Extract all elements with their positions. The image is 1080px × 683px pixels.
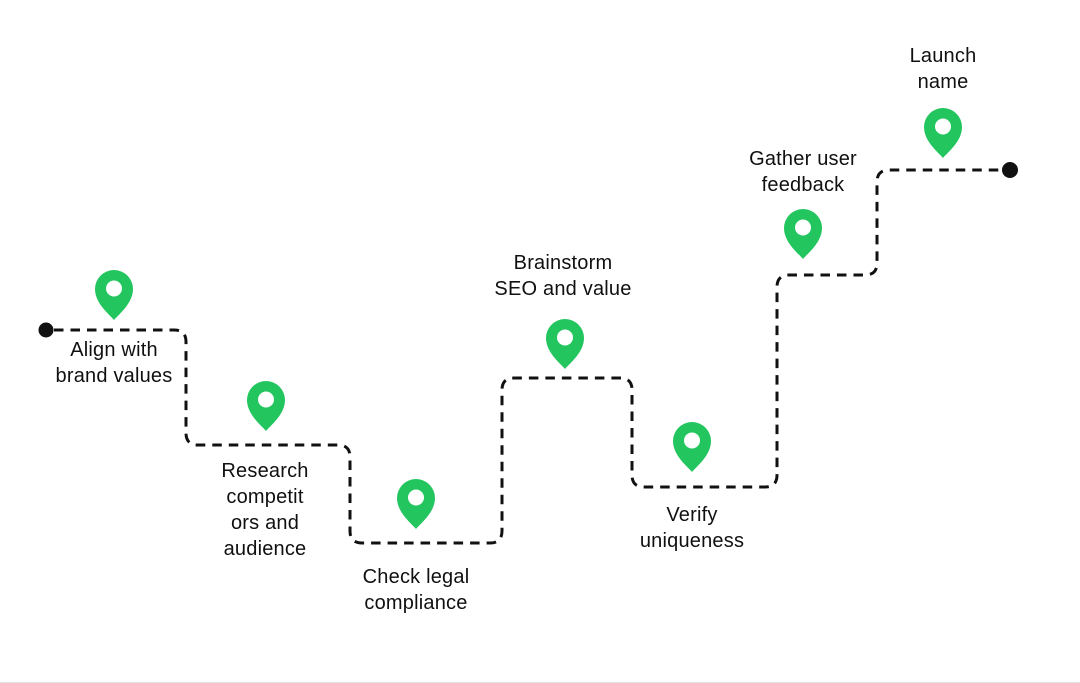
- map-pin-icon: [397, 479, 435, 529]
- path-end-dot: [1002, 162, 1018, 178]
- step-label-line: SEO and value: [494, 278, 632, 300]
- step-label-line: compliance: [364, 592, 468, 614]
- step-label-line: uniqueness: [639, 530, 745, 552]
- step-label-launch-name: Launch name: [910, 43, 977, 95]
- step-label-line: audience: [223, 538, 307, 560]
- map-pin-icon: [924, 108, 962, 158]
- step-label-brainstorm-seo-and-value: Brainstorm SEO and value: [494, 250, 631, 302]
- path-start-dot: [38, 322, 54, 338]
- step-label-line: Brainstorm: [513, 252, 613, 274]
- map-pin-icon: [247, 381, 285, 431]
- step-label-research-competitors-and-audience: Research competit ors and audience: [221, 458, 308, 562]
- step-label-line: Gather user: [749, 148, 857, 170]
- step-label-line: Check legal: [362, 566, 470, 588]
- step-label-gather-user-feedback: Gather user feedback: [749, 146, 857, 198]
- step-label-align-with-brand-values: Align with brand values: [56, 337, 173, 389]
- step-label-line: Launch: [909, 45, 977, 67]
- journey-dashed-path: [54, 168, 1004, 545]
- step-label-line: competit: [226, 486, 304, 508]
- step-label-line: brand values: [55, 365, 173, 387]
- map-pin-icon: [784, 209, 822, 259]
- step-label-line: feedback: [761, 174, 845, 196]
- step-label-line: Verify: [666, 504, 718, 526]
- step-label-line: name: [917, 71, 969, 93]
- step-label-check-legal-compliance: Check legal compliance: [363, 564, 470, 616]
- map-pin-icon: [95, 270, 133, 320]
- map-pin-icon: [673, 422, 711, 472]
- step-label-verify-uniqueness: Verify uniqueness: [640, 502, 744, 554]
- map-pin-icon: [546, 319, 584, 369]
- step-label-line: ors and: [230, 512, 300, 534]
- step-label-line: Align with: [70, 339, 158, 361]
- step-label-line: Research: [221, 460, 309, 482]
